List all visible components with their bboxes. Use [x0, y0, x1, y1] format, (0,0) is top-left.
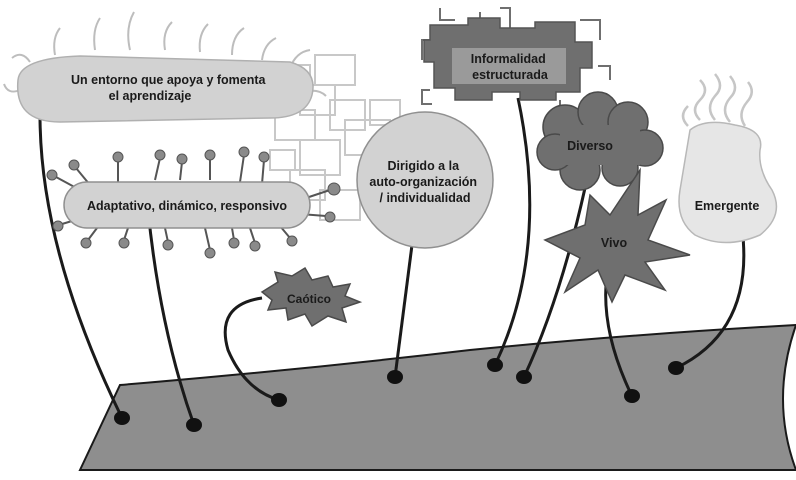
anchor-dot [271, 393, 287, 407]
node-dirigido: Dirigido a la auto-organización / indivi… [357, 112, 493, 248]
node-adaptativo: Adaptativo, dinámico, responsivo [47, 147, 340, 258]
caotico-label: Caótico [287, 292, 331, 306]
anchor-dot [186, 418, 202, 432]
emergente-label: Emergente [695, 199, 760, 213]
node-informalidad: Informalidad estructurada [422, 8, 610, 110]
anchor-dot [487, 358, 503, 372]
adaptativo-label: Adaptativo, dinámico, responsivo [87, 199, 287, 213]
node-emergente: Emergente [679, 74, 776, 243]
node-entorno: Un entorno que apoya y fomenta el aprend… [4, 12, 326, 122]
vapor-lines [683, 74, 752, 126]
anchor-dot [516, 370, 532, 384]
anchor-dot [114, 411, 130, 425]
anchor-dot [387, 370, 403, 384]
node-diverso: Diverso [537, 92, 663, 190]
ground-shape [80, 325, 796, 470]
vivo-label: Vivo [601, 236, 628, 250]
anchor-dot [668, 361, 684, 375]
node-caotico: Caótico [262, 268, 360, 326]
node-vivo: Vivo [545, 170, 690, 302]
emergente-body [679, 122, 776, 242]
anchor-dot [624, 389, 640, 403]
diverso-label: Diverso [567, 139, 613, 153]
